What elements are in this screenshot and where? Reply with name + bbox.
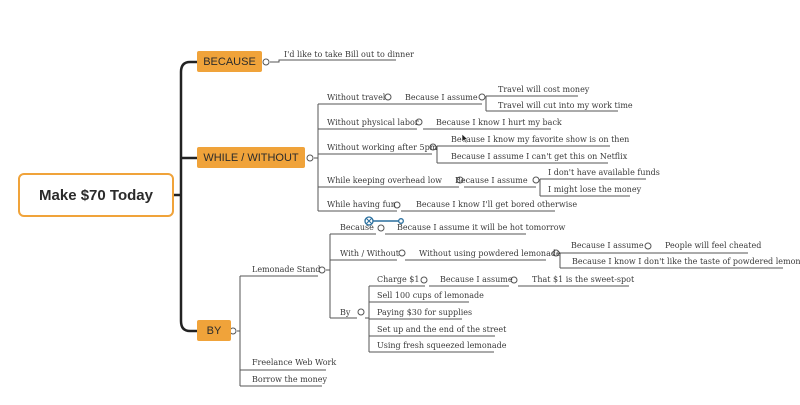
topic-without-after5[interactable]: Without working after 5pm [327, 143, 438, 152]
topic-lemonade-stand[interactable]: Lemonade Stand [252, 265, 321, 274]
branch-because[interactable]: BECAUSE [197, 51, 262, 72]
topic-because-reason[interactable]: I'd like to take Bill out to dinner [284, 50, 414, 59]
topic-sweet-spot[interactable]: That $1 is the sweet-spot [532, 275, 635, 284]
topic-sell-cups[interactable]: Sell 100 cups of lemonade [377, 291, 484, 300]
topic-netflix[interactable]: Because I assume I can't get this on Net… [451, 152, 628, 161]
topic-travel-cost[interactable]: Travel will cost money [498, 85, 590, 94]
topic-hot-tomorrow[interactable]: Because I assume it will be hot tomorrow [397, 223, 566, 232]
topic-without-labor[interactable]: Without physical labor [327, 118, 419, 127]
collapse-knobs[interactable] [229, 58, 652, 335]
topic-having-fun[interactable]: While having fun [327, 200, 396, 209]
root-topic[interactable]: Make $70 Today [18, 173, 174, 217]
topic-borrow[interactable]: Borrow the money [252, 375, 328, 384]
topic-without-labor-because[interactable]: Because I know I hurt my back [436, 118, 562, 127]
topic-freelance[interactable]: Freelance Web Work [252, 358, 337, 367]
topic-with-without[interactable]: With / Without [340, 249, 399, 258]
topic-powdered-because[interactable]: Because I assume [571, 241, 644, 250]
topic-by[interactable]: By [340, 308, 351, 317]
branch-while-without[interactable]: WHILE / WITHOUT [197, 147, 305, 168]
selected-connector[interactable] [364, 216, 404, 226]
topic-overhead-because[interactable]: Because I assume [455, 176, 528, 185]
topic-overhead-low[interactable]: While keeping overhead low [327, 176, 443, 185]
topic-set-up[interactable]: Set up and the end of the street [377, 325, 507, 334]
topic-feel-cheated[interactable]: People will feel cheated [665, 241, 762, 250]
topic-charge[interactable]: Charge $1 [377, 275, 420, 284]
topic-no-funds[interactable]: I don't have available funds [548, 168, 660, 177]
topic-powdered-lemonade[interactable]: Without using powdered lemonade [419, 249, 561, 258]
topic-fresh-squeezed[interactable]: Using fresh squeezed lemonade [377, 341, 507, 350]
topic-lose-money[interactable]: I might lose the money [548, 185, 642, 194]
topic-travel-time[interactable]: Travel will cut into my work time [498, 101, 633, 110]
topic-dislike-taste[interactable]: Because I know I don't like the taste of… [572, 257, 800, 266]
topic-lemonade-because[interactable]: Because [340, 223, 374, 232]
topic-without-travel-because[interactable]: Because I assume [405, 93, 478, 102]
topic-without-travel[interactable]: Without travel [327, 93, 386, 102]
topic-paying-supplies[interactable]: Paying $30 for supplies [377, 308, 473, 317]
topic-favorite-show[interactable]: Because I know my favorite show is on th… [451, 135, 630, 144]
topic-fun-because[interactable]: Because I know I'll get bored otherwise [416, 200, 578, 209]
topic-charge-because[interactable]: Because I assume [440, 275, 513, 284]
mouse-cursor-icon [461, 133, 469, 144]
branch-by[interactable]: BY [197, 320, 231, 341]
